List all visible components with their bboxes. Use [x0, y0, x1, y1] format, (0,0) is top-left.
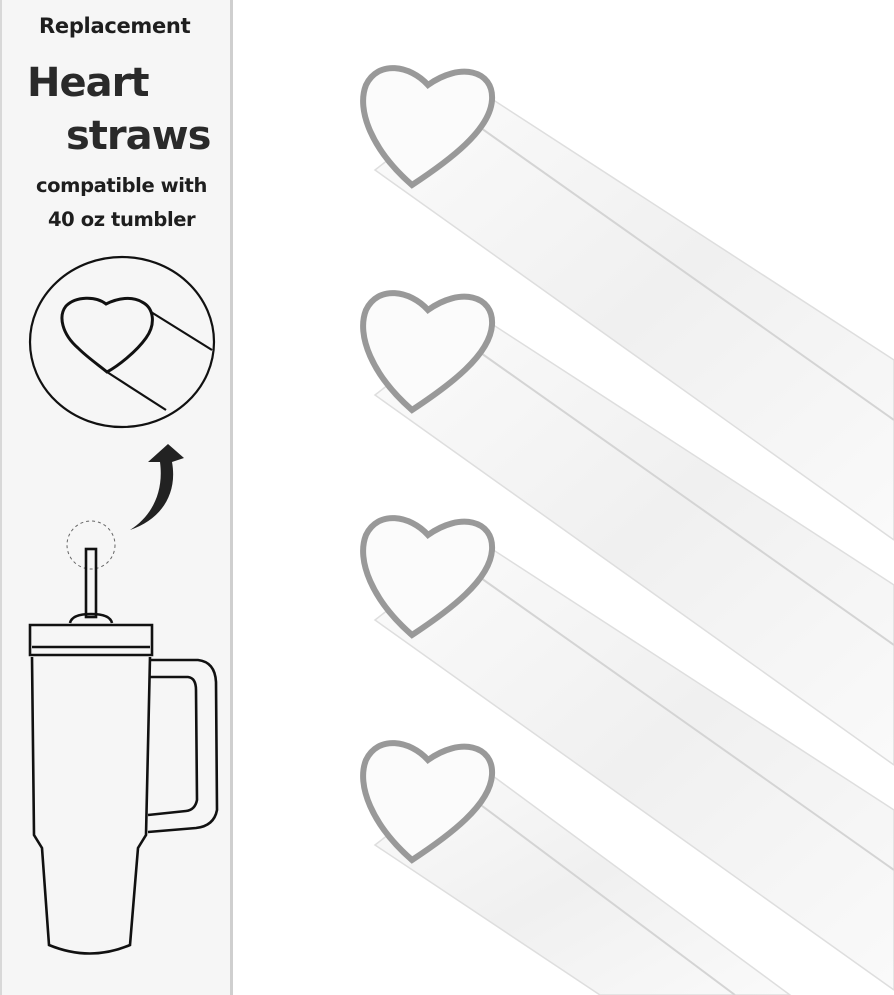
heart-straw-rim-icon	[360, 65, 496, 189]
straw-4	[360, 740, 792, 995]
heart-straw-rim-icon	[360, 740, 496, 864]
heart-straw-end-icon	[28, 255, 216, 429]
straw-3	[360, 515, 894, 991]
replacement-label: Replacement	[39, 14, 191, 38]
tumbler-with-straw-icon	[28, 520, 219, 955]
straw-1	[360, 65, 894, 541]
info-panel: Replacement Heart straws compatible with…	[0, 0, 233, 995]
heart-straw-rim-icon	[360, 515, 496, 639]
heart-straw-rim-icon	[360, 290, 496, 414]
tumbler-size-label: 40 oz tumbler	[48, 208, 196, 231]
compatible-label: compatible with	[36, 174, 207, 197]
curved-arrow-icon	[130, 444, 184, 530]
heart-title: Heart	[27, 60, 149, 106]
straw-2	[360, 290, 894, 766]
straws-title: straws	[66, 113, 211, 159]
